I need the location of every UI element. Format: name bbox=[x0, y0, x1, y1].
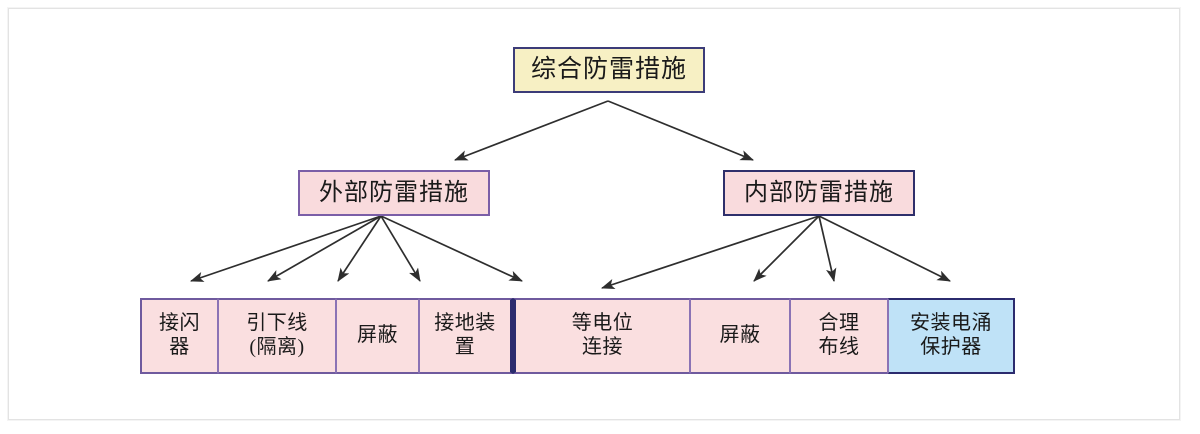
node-branch-internal[interactable]: 内部防雷措施 bbox=[723, 170, 915, 216]
edge-root-to-internal bbox=[607, 100, 754, 161]
edge-external-to-earthing bbox=[380, 215, 421, 282]
node-leaf-earthing-device[interactable]: 接地装 置 bbox=[419, 298, 513, 374]
edge-external-to-extra bbox=[380, 215, 523, 282]
edge-internal-to-install-spd bbox=[818, 215, 951, 282]
edge-internal-to-shielding-int bbox=[753, 215, 820, 282]
edge-internal-to-equipotential bbox=[601, 215, 820, 290]
node-leaf-shielding-external[interactable]: 屏蔽 bbox=[336, 298, 419, 374]
node-branch-external[interactable]: 外部防雷措施 bbox=[298, 170, 490, 216]
node-leaf-air-termination[interactable]: 接闪 器 bbox=[140, 298, 218, 374]
edge-root-to-external bbox=[454, 100, 609, 161]
node-leaf-equipotential-bonding[interactable]: 等电位 连接 bbox=[513, 298, 690, 374]
node-leaf-install-spd[interactable]: 安装电涌 保护器 bbox=[888, 298, 1015, 374]
node-root[interactable]: 综合防雷措施 bbox=[513, 47, 705, 93]
node-leaf-shielding-internal[interactable]: 屏蔽 bbox=[690, 298, 790, 374]
node-leaf-rational-wiring[interactable]: 合理 布线 bbox=[790, 298, 888, 374]
node-leaf-down-conductor[interactable]: 引下线 (隔离) bbox=[218, 298, 336, 374]
edge-internal-to-rational-wiring bbox=[818, 215, 837, 282]
edge-external-to-air-termination bbox=[190, 215, 382, 282]
edge-external-to-shielding-ext bbox=[337, 215, 382, 282]
edge-external-to-down-conductor bbox=[267, 215, 382, 282]
